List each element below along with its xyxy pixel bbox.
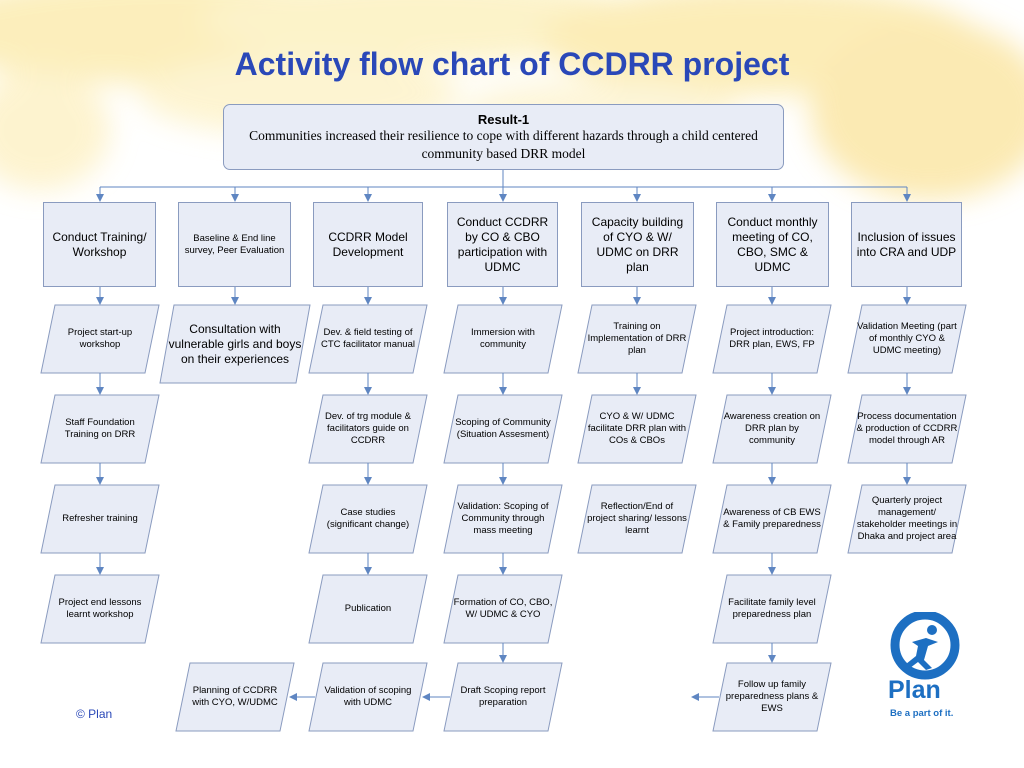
step-4-2-shape <box>577 484 697 554</box>
step-6-1: Process documentation & production of CC… <box>856 411 958 446</box>
step-2-4-shape <box>308 662 428 732</box>
column-header-meeting: Conduct monthly meeting of CO, CBO, SMC … <box>716 202 829 287</box>
step-0-2: Refresher training <box>62 513 138 524</box>
step-3-0: Immersion with community <box>471 327 535 350</box>
step-5-0-shape <box>712 304 832 374</box>
step-3-2-shape <box>443 484 563 554</box>
step-3-4: Draft Scoping report preparation <box>460 685 546 708</box>
step-1-0-shape <box>159 304 311 384</box>
step-4-1: CYO & W/ UDMC facilitate DRR plan with C… <box>587 411 687 446</box>
step-0-3: Project end lessons learnt workshop <box>58 597 142 620</box>
step-5-2-shape <box>712 484 832 554</box>
step-2-0-shape <box>308 304 428 374</box>
step-1-0: Consultation with vulnerable girls and b… <box>168 321 302 366</box>
step-3-1: Scoping of Community (Situation Assesmen… <box>455 417 551 440</box>
planning-step: Planning of CCDRR with CYO, W/UDMC <box>192 685 278 708</box>
step-2-2: Case studies (significant change) <box>326 507 410 530</box>
step-0-1-shape <box>40 394 160 464</box>
step-3-2: Validation: Scoping of Community through… <box>457 501 549 536</box>
result-text: Communities increased their resilience t… <box>249 128 758 161</box>
page-title: Activity flow chart of CCDRR project <box>234 46 790 82</box>
step-4-1-shape <box>577 394 697 464</box>
step-5-4-shape <box>712 662 832 732</box>
step-2-3: Publication <box>344 603 392 614</box>
step-0-0: Project start-up workshop <box>67 327 133 350</box>
plan-logo-icon <box>890 612 960 680</box>
column-header-ccdrr: Conduct CCDRR by CO & CBO participation … <box>447 202 558 287</box>
step-2-2-shape <box>308 484 428 554</box>
step-5-1: Awareness creation on DRR plan by commun… <box>723 411 821 446</box>
step-2-4: Validation of scoping with UDMC <box>324 685 412 708</box>
step-4-0: Training on Implementation of DRR plan <box>587 321 687 356</box>
step-2-1: Dev. of trg module & facilitators guide … <box>325 411 411 446</box>
step-2-3-shape <box>308 574 428 644</box>
step-5-1-shape <box>712 394 832 464</box>
step-6-1-shape <box>847 394 967 464</box>
planning-step-shape <box>175 662 295 732</box>
step-4-2: Reflection/End of project sharing/ lesso… <box>587 501 687 536</box>
step-0-2-shape <box>40 484 160 554</box>
step-6-2: Quarterly project management/ stakeholde… <box>856 495 958 542</box>
step-6-0: Validation Meeting (part of monthly CYO … <box>857 321 957 356</box>
column-header-survey: Baseline & End line survey, Peer Evaluat… <box>178 202 291 287</box>
step-0-0-shape <box>40 304 160 374</box>
step-0-1: Staff Foundation Training on DRR <box>64 417 136 440</box>
step-5-3-shape <box>712 574 832 644</box>
step-4-0-shape <box>577 304 697 374</box>
step-5-3: Facilitate family level preparedness pla… <box>728 597 816 620</box>
step-6-0-shape <box>847 304 967 374</box>
step-5-4: Follow up family preparedness plans & EW… <box>725 679 819 714</box>
column-header-training: Conduct Training/ Workshop <box>43 202 156 287</box>
step-6-2-shape <box>847 484 967 554</box>
result-box: Result-1 Communities increased their res… <box>223 104 784 170</box>
copyright-text: © Plan <box>76 707 113 721</box>
step-5-2: Awareness of CB EWS & Family preparednes… <box>723 507 821 530</box>
column-header-model: CCDRR Model Development <box>313 202 423 287</box>
step-3-1-shape <box>443 394 563 464</box>
step-5-0: Project introduction: DRR plan, EWS, FP <box>729 327 815 350</box>
logo-tagline: Be a part of it. <box>890 708 954 719</box>
step-0-3-shape <box>40 574 160 644</box>
step-2-0: Dev. & field testing of CTC facilitator … <box>320 327 415 350</box>
result-heading: Result-1 <box>477 112 530 127</box>
step-3-0-shape <box>443 304 563 374</box>
step-3-3: Formation of CO, CBO, W/ UDMC & CYO <box>453 597 553 620</box>
step-3-4-shape <box>443 662 563 732</box>
step-2-1-shape <box>308 394 428 464</box>
column-header-capacity: Capacity building of CYO & W/ UDMC on DR… <box>581 202 694 287</box>
column-header-inclusion: Inclusion of issues into CRA and UDP <box>851 202 962 287</box>
logo-wordmark: Plan <box>888 676 941 704</box>
step-3-3-shape <box>443 574 563 644</box>
